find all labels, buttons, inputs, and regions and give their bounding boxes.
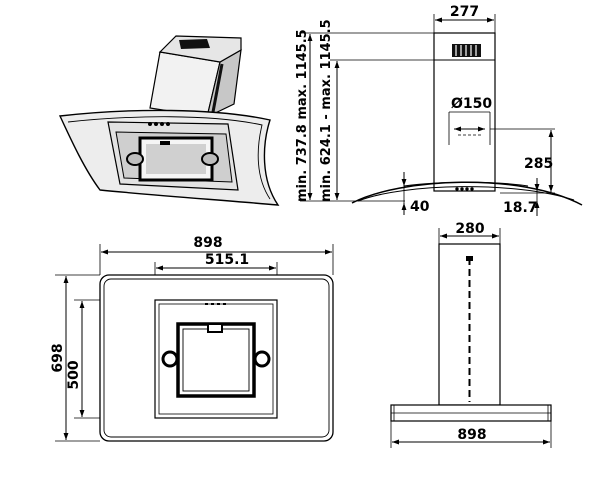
front-light-left [161,350,179,368]
side-control-buttons [455,187,474,191]
filter-width-label: 515.1 [205,252,249,268]
duct-height-outer-label: min. 737.8 max. 1145.5 [295,29,310,202]
front-inner-height-label: 500 [66,360,82,389]
outlet-height-label: 285 [524,156,553,172]
chimney-vent-grille [179,39,210,49]
front-view: 898 515.1 698 500 [50,235,334,442]
side-base-width-label: 898 [457,427,486,443]
hood-control-buttons [148,122,170,126]
outlet-diameter-label: Ø150 [451,96,492,112]
front-control-buttons [205,303,226,305]
duct-height-inner-label: min. 624.1 - max. 1145.5 [319,19,334,202]
front-width-label: 898 [193,235,222,251]
top-width-label: 277 [450,4,479,20]
side-profile-view: min. 737.8 max. 1145.5 min. 624.1 - max.… [295,4,583,216]
front-light-right [253,350,271,368]
glass-offset-label: 40 [410,199,430,215]
hood-light-left [126,152,144,166]
front-height-label: 698 [50,343,66,372]
side-elevation-view: 280 898 [390,221,552,448]
glass-edge-label: 18.7 [503,200,538,216]
front-filter [176,322,256,398]
side-chimney-width-label: 280 [455,221,484,237]
hood-isometric-view [58,35,280,206]
front-filter-handle [207,323,223,333]
hood-light-right [201,152,219,166]
